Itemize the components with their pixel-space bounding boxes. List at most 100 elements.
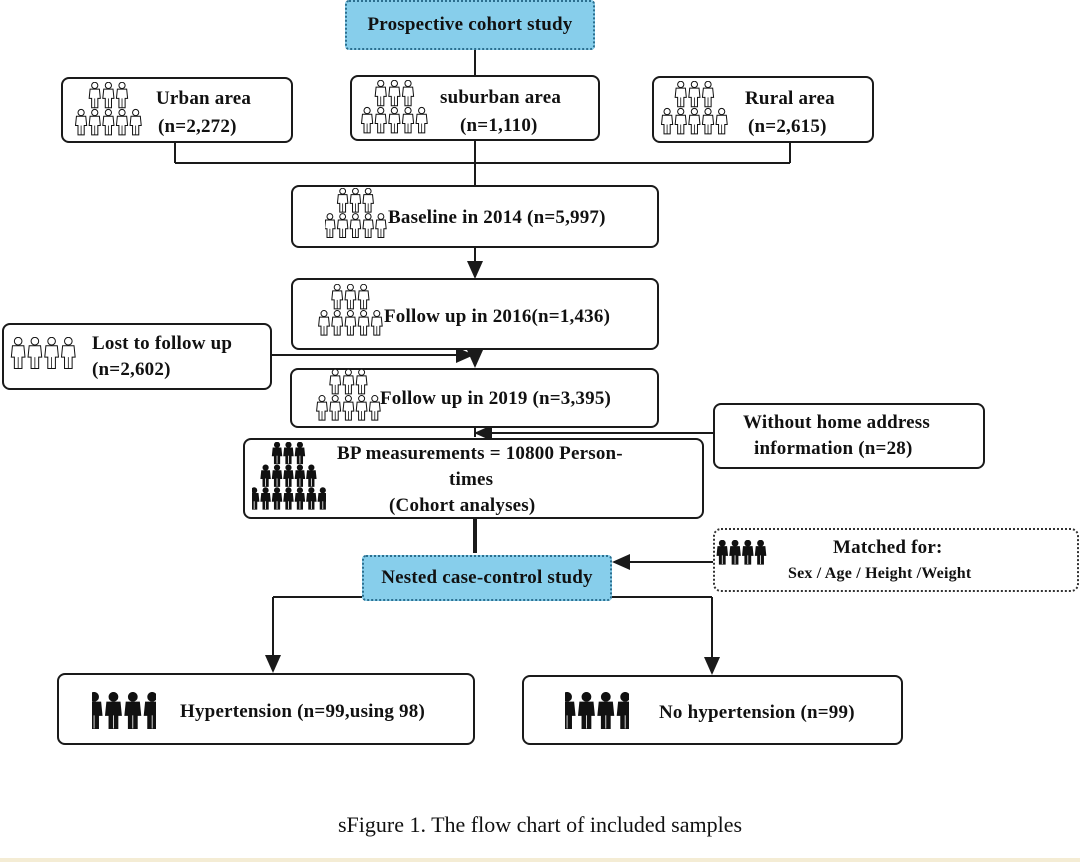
title-text: Prospective cohort study — [367, 14, 573, 35]
person-glyph — [294, 487, 306, 510]
person-glyph — [316, 395, 328, 421]
urban-area-box — [61, 77, 293, 143]
baseline-label: Baseline in 2014 (n=5,997) — [388, 207, 606, 228]
rural-people-icon — [660, 81, 728, 135]
person-glyph — [283, 442, 294, 465]
person-glyph — [357, 310, 370, 336]
no-hypertension-label: No hypertension (n=99) — [659, 702, 855, 723]
person-glyph — [415, 106, 428, 134]
person-glyph — [260, 487, 271, 510]
person-glyph — [688, 81, 701, 108]
person-glyph — [388, 80, 401, 107]
person-glyph — [325, 213, 336, 238]
bp-people-icon — [252, 442, 326, 510]
person-glyph — [331, 310, 344, 336]
lost-label: Lost to follow up — [92, 333, 233, 354]
bottom-strip — [0, 858, 1080, 862]
person-glyph — [27, 337, 43, 370]
without-address-count: information (n=28) — [754, 438, 913, 459]
person-glyph — [329, 395, 342, 421]
person-glyph — [374, 80, 387, 107]
follow-2016-people-icon — [318, 284, 383, 336]
person-glyph — [370, 310, 383, 336]
suburban-area-count: (n=1,110) — [460, 115, 538, 136]
person-glyph — [349, 213, 362, 238]
person-glyph — [104, 692, 122, 730]
title-box: Prospective cohort study — [345, 0, 595, 50]
person-glyph — [616, 692, 629, 730]
person-glyph — [401, 106, 415, 134]
hypertension-people-icon — [92, 692, 156, 730]
nested-label: Nested case-control study — [381, 567, 593, 588]
hypertension-label: Hypertension (n=99,using 98) — [180, 701, 425, 722]
person-glyph — [336, 188, 349, 213]
matched-criteria: Sex / Age / Height /Weight — [788, 565, 972, 582]
baseline-people-icon — [325, 188, 387, 238]
suburban-area-label: suburban area — [440, 87, 562, 108]
matched-people-icon — [716, 540, 767, 565]
person-glyph — [660, 107, 674, 135]
figure-caption: sFigure 1. The flow chart of included sa… — [337, 812, 743, 837]
person-glyph — [102, 108, 115, 136]
urban-area-count: (n=2,272) — [158, 116, 237, 137]
no-hypertension-people-icon — [565, 692, 629, 730]
person-glyph — [401, 80, 415, 107]
rural-area-box — [652, 76, 874, 143]
matched-title: Matched for: — [833, 537, 943, 558]
person-glyph — [88, 108, 101, 136]
person-glyph — [92, 692, 103, 730]
rural-area-label: Rural area — [745, 88, 835, 109]
person-glyph — [342, 369, 355, 395]
person-glyph — [742, 540, 754, 565]
person-glyph — [115, 108, 129, 136]
person-glyph — [10, 337, 26, 370]
person-glyph — [368, 395, 381, 421]
person-glyph — [306, 487, 317, 510]
urban-area-label: Urban area — [156, 88, 252, 109]
person-glyph — [754, 540, 767, 565]
matched-for-box — [713, 528, 1079, 592]
person-glyph — [729, 540, 741, 565]
person-glyph — [342, 395, 355, 421]
person-glyph — [129, 108, 142, 136]
rural-area-count: (n=2,615) — [748, 116, 827, 137]
without-address-box — [713, 403, 985, 469]
person-glyph — [577, 692, 595, 730]
person-glyph — [701, 81, 715, 108]
person-glyph — [124, 692, 142, 730]
person-glyph — [271, 464, 283, 487]
person-glyph — [674, 81, 687, 108]
person-glyph — [283, 487, 294, 510]
person-glyph — [317, 487, 326, 510]
person-glyph — [565, 692, 576, 730]
person-glyph — [688, 107, 701, 135]
lost-count: (n=2,602) — [92, 359, 171, 380]
person-glyph — [294, 442, 306, 465]
bp-line1: BP measurements = 10800 Person- — [337, 443, 623, 464]
person-glyph — [715, 107, 728, 135]
person-glyph — [283, 464, 294, 487]
person-glyph — [357, 284, 370, 310]
person-glyph — [362, 188, 374, 213]
person-glyph — [344, 284, 357, 310]
person-glyph — [143, 692, 156, 730]
follow-2019-people-icon — [316, 369, 381, 421]
person-glyph — [318, 310, 330, 336]
without-address-label: Without home address — [743, 412, 930, 433]
person-glyph — [44, 337, 59, 370]
person-glyph — [252, 487, 260, 510]
follow-up-2019-label: Follow up in 2019 (n=3,395) — [380, 388, 612, 409]
person-glyph — [329, 369, 342, 395]
person-glyph — [74, 108, 88, 136]
person-glyph — [701, 107, 715, 135]
suburban-people-icon — [360, 80, 428, 134]
person-glyph — [360, 106, 374, 134]
bp-line2: times — [449, 469, 494, 490]
urban-people-icon — [74, 82, 142, 136]
person-glyph — [60, 337, 76, 370]
bp-line3: (Cohort analyses) — [389, 495, 536, 516]
person-glyph — [349, 188, 362, 213]
person-glyph — [102, 82, 115, 109]
person-glyph — [374, 106, 387, 134]
